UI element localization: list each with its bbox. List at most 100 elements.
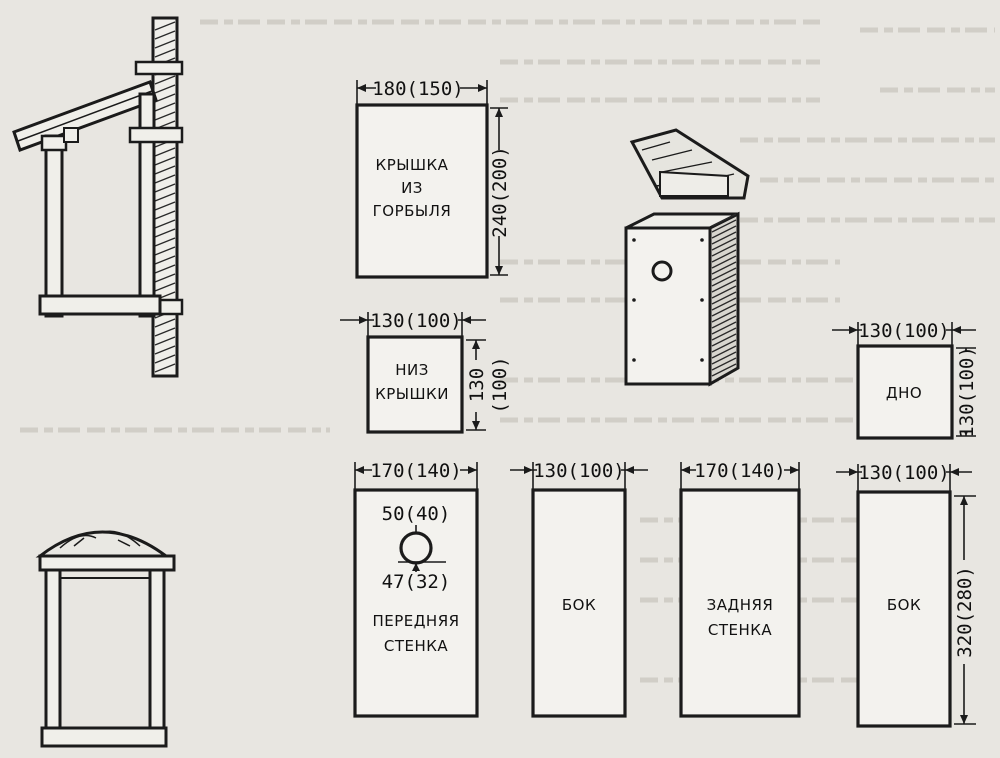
nail-dot	[632, 358, 636, 362]
hatch-line	[711, 363, 737, 377]
hatch-line	[154, 264, 176, 274]
hatch-line	[154, 165, 176, 175]
hatch-line	[154, 21, 176, 31]
floor-width-dim: 130(100)	[858, 320, 950, 342]
part-side-1: 130(100) БОК	[510, 460, 648, 718]
nail-dot	[632, 238, 636, 242]
front-wall-label-line-1: ПЕРЕДНЯЯ	[372, 612, 459, 630]
roof-height-dim: 240(200)	[489, 146, 511, 238]
hatch-line	[154, 156, 176, 166]
nail-dot	[632, 298, 636, 302]
hatch-line	[711, 255, 737, 269]
roof-bottom-label-line-2: КРЫШКИ	[375, 385, 449, 403]
roof-bottom-height-dim-a: 130	[466, 368, 488, 402]
nail-dot	[700, 298, 704, 302]
hatch-line	[711, 279, 737, 293]
hatch-line	[154, 282, 176, 292]
part-side-2: 130(100) 320(280) БОК	[836, 462, 976, 728]
hatch-line	[711, 267, 737, 281]
hatch-line	[154, 237, 176, 247]
hatch-line	[154, 183, 176, 193]
hatch-line	[154, 318, 176, 328]
hatch-line	[711, 285, 737, 299]
hatch-line	[711, 219, 737, 233]
hatch-line	[154, 210, 176, 220]
part-front-wall: 170(140) 50(40) 47(32) ПЕРЕДНЯЯ СТЕНКА	[353, 460, 479, 718]
part-roof: 180(150) 240(200) КРЫШКА ИЗ ГОРБЫЛЯ	[355, 78, 511, 279]
hatch-line	[711, 321, 737, 335]
hatch-line	[154, 219, 176, 229]
hatch-line	[711, 249, 737, 263]
nail-dot	[700, 358, 704, 362]
nail-dots	[632, 238, 704, 362]
hatch-line	[711, 231, 737, 245]
assembled-birdhouse-isometric	[624, 128, 750, 387]
birdhouse-front-view	[35, 530, 176, 748]
hatch-line	[154, 39, 176, 49]
roof-width-dim: 180(150)	[372, 78, 464, 100]
roof-label-line-2: ИЗ	[401, 179, 423, 197]
hatch-line	[154, 84, 176, 94]
hatch-line	[711, 315, 737, 329]
hatch-line	[154, 192, 176, 202]
hatch-line	[711, 297, 737, 311]
side-hatching	[711, 213, 737, 377]
hatch-line	[711, 333, 737, 347]
roof-label-line-1: КРЫШКА	[376, 156, 449, 174]
hatch-line	[711, 357, 737, 371]
back-wall-label-line-2: СТЕНКА	[708, 621, 773, 639]
back-wall-label-line-1: ЗАДНЯЯ	[707, 596, 774, 614]
hatch-line	[154, 102, 176, 112]
side-2-width-dim: 130(100)	[858, 462, 950, 484]
roof-bottom-height-dim-b: (100)	[489, 356, 511, 413]
part-floor: 130(100) 130(100) ДНО	[832, 320, 978, 440]
side-1-width-dim: 130(100)	[533, 460, 625, 482]
hatch-line	[711, 351, 737, 365]
hatch-line	[711, 345, 737, 359]
hatch-line	[711, 261, 737, 275]
side-1-label: БОК	[562, 596, 596, 614]
hatch-line	[154, 48, 176, 58]
hatch-line	[154, 75, 176, 85]
hatch-line	[154, 363, 176, 373]
hatch-line	[154, 174, 176, 184]
front-wall-label-line-2: СТЕНКА	[384, 637, 449, 655]
hatch-line	[154, 273, 176, 283]
hatch-line	[711, 339, 737, 353]
hatch-line	[154, 201, 176, 211]
floor-label: ДНО	[886, 384, 922, 402]
hatch-line	[154, 30, 176, 40]
hatch-line	[154, 147, 176, 157]
entrance-hole	[399, 531, 433, 565]
floor-height-dim: 130(100)	[956, 346, 978, 438]
hatch-line	[711, 225, 737, 239]
nail-dot	[700, 238, 704, 242]
roof-bottom-label-line-1: НИЗ	[395, 361, 429, 379]
hatch-line	[154, 111, 176, 121]
side-2-height-dim: 320(280)	[954, 566, 976, 658]
hatch-line	[154, 354, 176, 364]
roof-bottom-width-dim: 130(100)	[370, 310, 462, 332]
hatch-line	[154, 327, 176, 337]
hatch-line	[711, 213, 737, 227]
front-wall-hole-offset-dim: 47(32)	[382, 571, 451, 593]
hatch-line	[154, 345, 176, 355]
hatch-line	[154, 93, 176, 103]
hatch-line	[711, 273, 737, 287]
hatch-line	[154, 246, 176, 256]
front-wall-width-dim: 170(140)	[370, 460, 462, 482]
hatch-line	[711, 243, 737, 257]
part-back-wall: 170(140) ЗАДНЯЯ СТЕНКА	[679, 460, 801, 718]
hatch-line	[154, 255, 176, 265]
hatch-line	[711, 327, 737, 341]
side-2-label: БОК	[887, 596, 921, 614]
hatch-line	[154, 228, 176, 238]
mounted-birdhouse-side-view	[12, 16, 184, 378]
hatch-line	[154, 336, 176, 346]
hatch-line	[711, 309, 737, 323]
hatch-line	[711, 303, 737, 317]
back-wall-width-dim: 170(140)	[694, 460, 786, 482]
roof-label-line-3: ГОРБЫЛЯ	[373, 202, 452, 220]
front-wall-hole-dim: 50(40)	[382, 503, 451, 525]
